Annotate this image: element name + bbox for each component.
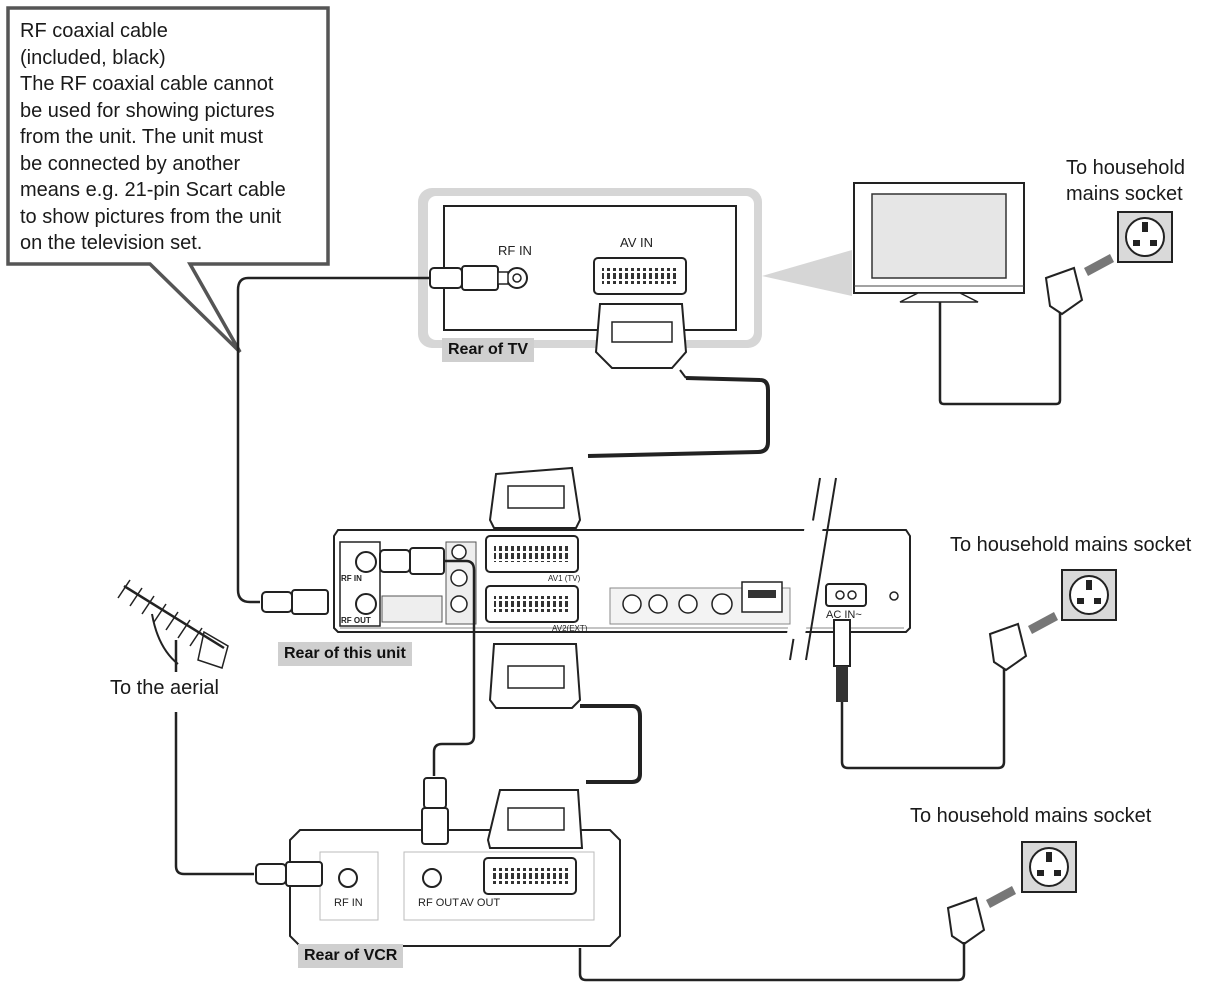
wall-socket-unit (1061, 569, 1117, 621)
callout-box (6, 6, 330, 354)
scart-cable-tv-unit (488, 303, 770, 529)
callout-line: means e.g. 21-pin Scart cable (20, 179, 286, 201)
label-unit-rf-out: RF OUT (341, 616, 371, 625)
wall-socket-tv (1117, 211, 1173, 263)
vcr-rf-out-jack (422, 868, 442, 888)
aerial-antenna (117, 579, 229, 672)
label-vcr-rf-in: RF IN (334, 897, 363, 909)
rf-cable-unit-vcr (379, 547, 476, 845)
unit-rear-panel (333, 477, 911, 661)
label-mains-tv-line1: To household (1066, 157, 1185, 179)
vcr-rear-panel (289, 829, 621, 947)
mains-plug-unit (840, 612, 1058, 770)
tag-rear-unit: Rear of this unit (278, 642, 412, 666)
tag-rear-vcr: Rear of VCR (298, 944, 404, 968)
label-mains-unit: To household mains socket (950, 534, 1192, 556)
label-vcr-rf-out: RF OUT (418, 897, 459, 909)
aerial-cable (174, 712, 323, 887)
scart-cable-unit-vcr (486, 643, 642, 849)
label-tv-av-in: AV IN (620, 235, 653, 250)
tag-rear-tv: Rear of TV (442, 338, 535, 362)
label-tv-rf-in: RF IN (498, 243, 532, 258)
callout-line: RF coaxial cable (20, 20, 168, 42)
callout-line: to show pictures from the unit (20, 205, 282, 228)
ac-power-plug (833, 619, 851, 702)
mains-plug-tv (1044, 254, 1114, 316)
callout-line: from the unit. The unit must (20, 126, 264, 148)
label-mains-vcr: To household mains socket (910, 805, 1152, 827)
vcr-rf-in-jack (338, 868, 358, 888)
callout-line: be connected by another (20, 152, 241, 175)
label-unit-rf-in: RF IN (341, 574, 362, 583)
unit-rf-in-jack (355, 551, 377, 573)
rf-cable-unit-tv (236, 265, 509, 615)
wall-socket-vcr (1021, 841, 1077, 893)
label-unit-av1: AV1 (TV) (548, 574, 581, 583)
unit-rf-out-jack (355, 593, 377, 615)
callout-line: be used for showing pictures (20, 99, 275, 122)
callout-line: (included, black) (20, 46, 166, 69)
unit-ac-in-socket (825, 583, 867, 607)
tv-set (853, 182, 1062, 406)
label-unit-ac-in: AC IN~ (826, 609, 862, 621)
label-vcr-av-out: AV OUT (460, 897, 501, 909)
callout-line: on the television set. (20, 232, 203, 254)
label-aerial: To the aerial (110, 677, 219, 699)
callout-line: The RF coaxial cable cannot (20, 73, 274, 95)
mains-plug-vcr (578, 886, 1016, 982)
label-unit-av2: AV2(EXT) (552, 624, 588, 633)
callout-text: RF coaxial cable (included, black) The R… (20, 18, 320, 257)
label-mains-tv-line2: mains socket (1066, 183, 1183, 205)
